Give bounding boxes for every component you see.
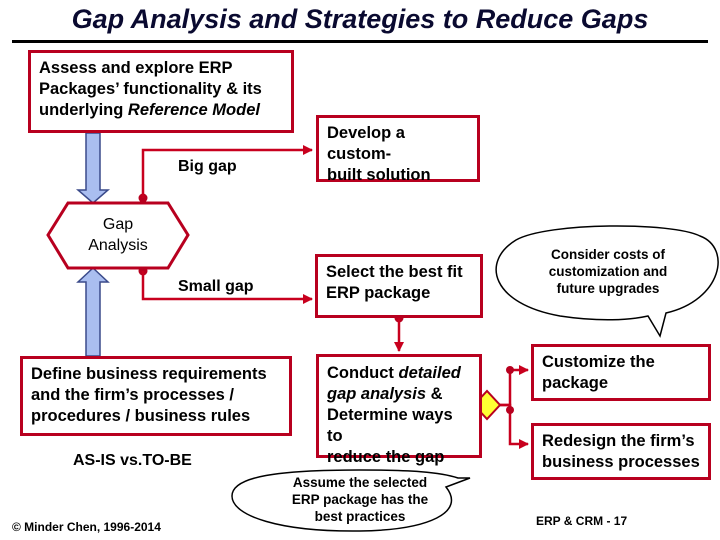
assess-line-1: Assess and explore ERP [39, 59, 233, 77]
assume-line-2: ERP package has the [291, 492, 429, 507]
define-requirements-box: Define business requirements and the fir… [20, 356, 292, 436]
big-gap-connector [138, 145, 313, 203]
develop-line-2: built solution [327, 166, 431, 184]
down-arrow-to-gap-analysis [75, 132, 111, 204]
costs-line-1: Consider costs of [550, 247, 666, 262]
conduct-line-2: gap analysis & [327, 385, 443, 403]
customize-line-2: package [542, 374, 609, 392]
page-title: Gap Analysis and Strategies to Reduce Ga… [71, 4, 649, 34]
asis-tobe-label: AS-IS vs.TO-BE [73, 452, 192, 469]
select-line-1: Select the best fit [326, 263, 463, 281]
assume-line-1: Assume the selected [292, 475, 428, 490]
select-line-2: ERP package [326, 284, 431, 302]
up-arrow-to-gap-analysis [76, 266, 110, 357]
redesign-processes-box: Redesign the firm’s business processes [531, 423, 711, 480]
define-line-2: and the firm’s processes / [31, 386, 234, 404]
develop-custom-solution-box: Develop a custom- built solution [316, 115, 480, 184]
copyright-footer: © Minder Chen, 1996-2014 [12, 520, 161, 534]
assess-erp-box: Assess and explore ERP Packages’ functio… [28, 50, 294, 133]
costs-callout-bubble [495, 225, 719, 338]
costs-line-2: customization and [548, 264, 668, 279]
reference-model-text: Reference Model [127, 101, 260, 119]
conduct-line-4: reduce the gap [327, 448, 445, 466]
small-gap-connector [138, 266, 313, 304]
conduct-gap-analysis-box: Conduct detailed gap analysis & Determin… [316, 354, 482, 466]
assume-line-3: best practices [314, 509, 406, 524]
gap-analysis-line-2: Analysis [88, 237, 148, 254]
define-line-1: Define business requirements [31, 365, 267, 383]
gap-analysis-hexagon [46, 201, 190, 270]
slide-number-footer: ERP & CRM - 17 [536, 514, 628, 528]
customize-package-box: Customize the package [531, 344, 711, 401]
conduct-line-1: Conduct detailed [327, 364, 461, 382]
select-best-fit-box: Select the best fit ERP package [315, 254, 483, 318]
costs-line-3: future upgrades [556, 281, 660, 296]
title-rule [12, 40, 708, 43]
gap-analysis-label: Gap Analysis [48, 214, 188, 256]
define-line-3: procedures / business rules [31, 407, 251, 425]
assess-line-2: Packages’ functionality & its [39, 80, 262, 98]
develop-line-1: Develop a custom- [327, 124, 405, 163]
select-to-conduct-connector [394, 313, 404, 352]
conduct-line-3: Determine ways to [327, 406, 453, 445]
assume-callout-text: Assume the selected ERP package has the … [256, 474, 464, 525]
small-gap-label: Small gap [178, 278, 254, 295]
big-gap-label: Big gap [178, 158, 237, 175]
assume-callout-bubble [231, 469, 471, 532]
costs-callout-text: Consider costs of customization and futu… [508, 246, 708, 297]
assess-line-3: underlying Reference Model [39, 101, 260, 119]
redesign-line-2: business processes [542, 453, 700, 471]
redesign-line-1: Redesign the firm’s [542, 432, 695, 450]
customize-line-1: Customize the [542, 353, 655, 371]
gap-analysis-line-1: Gap [102, 216, 134, 233]
